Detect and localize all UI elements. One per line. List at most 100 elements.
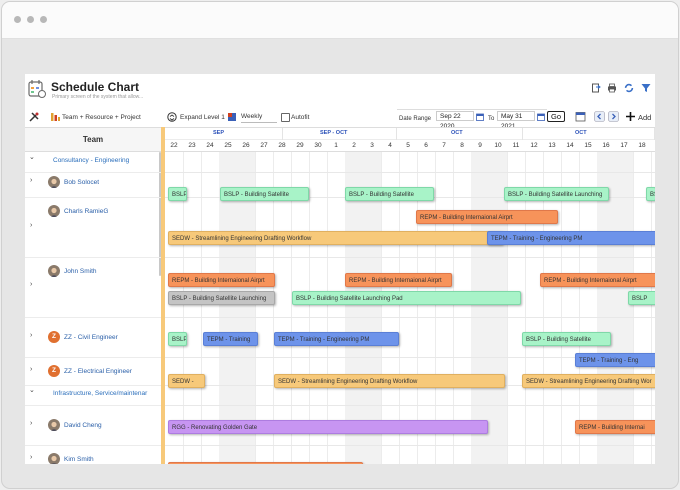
- next-icon[interactable]: [608, 111, 619, 122]
- resource-label[interactable]: Charls RamieG: [64, 208, 109, 215]
- expand-chevron-icon[interactable]: ›: [30, 366, 33, 373]
- task-bar[interactable]: BSLP - Building Satellite: [345, 187, 434, 201]
- task-bar[interactable]: BSLP - Building Satellite Launching: [168, 291, 275, 305]
- weekend-shading: [471, 152, 489, 464]
- export-icon[interactable]: [591, 83, 601, 93]
- grid-row-divider: [165, 405, 655, 406]
- calendar-icon[interactable]: [476, 113, 484, 121]
- print-icon[interactable]: [607, 83, 617, 93]
- task-bar[interactable]: TEPM - Training: [203, 332, 258, 346]
- resource-label[interactable]: ZZ - Civil Engineer: [64, 334, 118, 341]
- task-bar[interactable]: REPM - Building Internaional Airprt: [540, 273, 655, 287]
- resource-label[interactable]: David Cheng: [64, 422, 102, 429]
- expand-chevron-icon[interactable]: ›: [30, 222, 33, 229]
- add-button[interactable]: Add: [638, 113, 652, 122]
- autofit-checkbox[interactable]: [281, 113, 290, 122]
- collapse-chevron-icon[interactable]: ⌄: [29, 154, 35, 161]
- task-bar[interactable]: SEDW - Streamlining Engineering Drafting…: [522, 374, 655, 388]
- calendar-icon[interactable]: [537, 113, 545, 121]
- calendar-view-icon[interactable]: [575, 111, 586, 122]
- team-column-header: Team: [82, 135, 104, 144]
- day-label: 3: [370, 142, 374, 149]
- day-gridline: [579, 139, 580, 464]
- day-label: 26: [242, 142, 250, 149]
- day-label: 25: [224, 142, 232, 149]
- task-bar[interactable]: BS: [646, 187, 655, 201]
- task-bar[interactable]: BSLP: [168, 332, 187, 346]
- row-divider: [25, 197, 161, 198]
- task-bar[interactable]: REPM - Building Internaional Airprt: [416, 210, 558, 224]
- task-bar[interactable]: RGG - Renovating Golden Gate: [168, 420, 488, 434]
- month-divider: [396, 128, 397, 140]
- resource-label[interactable]: ZZ - Electrical Engineer: [64, 368, 132, 375]
- scale-select[interactable]: Weekly: [241, 113, 277, 123]
- task-bar[interactable]: TEPM - Training - Engineering PM: [274, 332, 399, 346]
- task-bar[interactable]: SEDW - Streamlining Engineering Drafting…: [168, 231, 503, 245]
- refresh-icon[interactable]: [624, 83, 634, 93]
- filter-icon[interactable]: [641, 83, 651, 93]
- task-bar[interactable]: SEDW - Streamlining Engineering Drafting…: [274, 374, 505, 388]
- task-bar[interactable]: BSLP: [168, 187, 187, 201]
- expand-icon[interactable]: [167, 112, 177, 122]
- month-label: OCT: [575, 130, 587, 136]
- task-bar[interactable]: TEPM - Training - Engineering PM: [487, 231, 655, 245]
- go-button[interactable]: Go: [547, 111, 565, 122]
- month-divider: [522, 128, 523, 140]
- previous-icon[interactable]: [594, 111, 605, 122]
- resource-label[interactable]: Bob Solocet: [64, 179, 100, 186]
- task-bar[interactable]: REPM - Building Internai: [575, 420, 655, 434]
- grid-row-divider: [165, 257, 655, 258]
- left-scrollbar[interactable]: [159, 152, 161, 276]
- view-selector[interactable]: Team + Resource + Project: [62, 114, 141, 121]
- expand-chevron-icon[interactable]: ›: [30, 420, 33, 427]
- expand-chevron-icon[interactable]: ›: [30, 454, 33, 461]
- row-divider: [25, 445, 161, 446]
- avatar: Z: [48, 365, 60, 377]
- window-dot-icon[interactable]: [40, 16, 47, 23]
- row-divider: [25, 385, 161, 386]
- group-label[interactable]: Consultancy - Engineering: [53, 157, 130, 164]
- start-date-input[interactable]: Sep 22 2020: [436, 111, 474, 130]
- task-bar[interactable]: BSLP - Building Satellite: [522, 332, 611, 346]
- expand-level-button[interactable]: Expand Level 1: [180, 114, 225, 121]
- grid-row-divider: [165, 317, 655, 318]
- task-bar[interactable]: REPM - Building Internaional Airprt: [345, 273, 452, 287]
- hierarchy-icon[interactable]: [51, 112, 60, 122]
- day-label: 27: [260, 142, 268, 149]
- expand-chevron-icon[interactable]: ›: [30, 281, 33, 288]
- tools-icon[interactable]: [29, 112, 39, 122]
- task-bar[interactable]: BSLP: [628, 291, 655, 305]
- expand-chevron-icon[interactable]: ›: [30, 332, 33, 339]
- task-bar[interactable]: REPM - Building Internaional Airprt: [168, 273, 275, 287]
- task-bar[interactable]: TEPM - Training - Eng: [575, 353, 655, 367]
- timeline-header-divider: [165, 139, 655, 140]
- day-label: 24: [206, 142, 214, 149]
- window-dot-icon[interactable]: [27, 16, 34, 23]
- task-bar[interactable]: REPM - Building Internaional Airprt: [168, 462, 363, 464]
- grid-row-divider: [165, 445, 655, 446]
- day-label: 9: [478, 142, 482, 149]
- page-title: Schedule Chart: [51, 80, 140, 94]
- panel-splitter[interactable]: [161, 127, 165, 464]
- add-icon[interactable]: [625, 111, 636, 122]
- group-label[interactable]: Infrastructure, Service/maintenar: [53, 390, 148, 397]
- row-divider: [25, 172, 161, 173]
- day-gridline: [525, 139, 526, 464]
- task-bar[interactable]: BSLP - Building Satellite Launching: [504, 187, 609, 201]
- day-label: 12: [530, 142, 538, 149]
- autofit-label: Autofit: [291, 114, 310, 121]
- resource-label[interactable]: John Smith: [64, 268, 97, 275]
- expand-chevron-icon[interactable]: ›: [30, 177, 33, 184]
- task-bar[interactable]: BSLP - Building Satellite Launching Pad: [292, 291, 521, 305]
- row-divider: [25, 405, 161, 406]
- collapse-chevron-icon[interactable]: ⌄: [29, 387, 35, 394]
- resource-label[interactable]: Kim Smith: [64, 456, 94, 463]
- window-dot-icon[interactable]: [14, 16, 21, 23]
- task-bar[interactable]: SEDW -: [168, 374, 205, 388]
- task-bar[interactable]: BSLP - Building Satellite: [220, 187, 309, 201]
- avatar: [48, 453, 60, 464]
- end-date-input[interactable]: May 31 2021: [497, 111, 535, 130]
- month-label: SEP - OCT: [320, 130, 348, 136]
